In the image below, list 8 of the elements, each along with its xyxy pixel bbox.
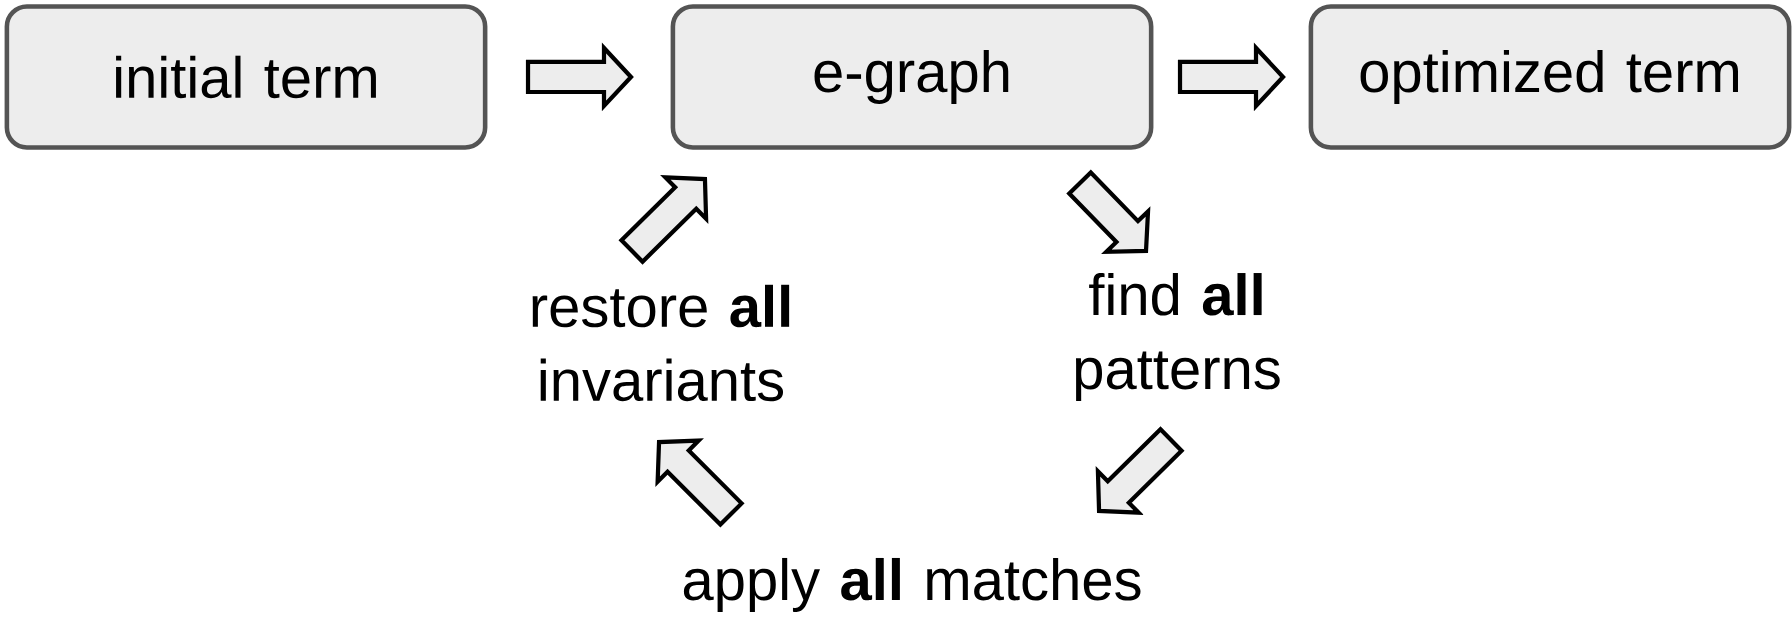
step-label: apply all matches bbox=[683, 557, 1141, 612]
process-box: optimized term bbox=[1308, 4, 1792, 150]
block-arrow bbox=[525, 42, 634, 112]
block-arrow bbox=[1177, 42, 1286, 112]
step-label: restore all invariants bbox=[532, 284, 790, 402]
step-label: find all patterns bbox=[1075, 273, 1280, 401]
process-box: e-graph bbox=[670, 4, 1154, 150]
process-box: initial term bbox=[4, 4, 488, 150]
